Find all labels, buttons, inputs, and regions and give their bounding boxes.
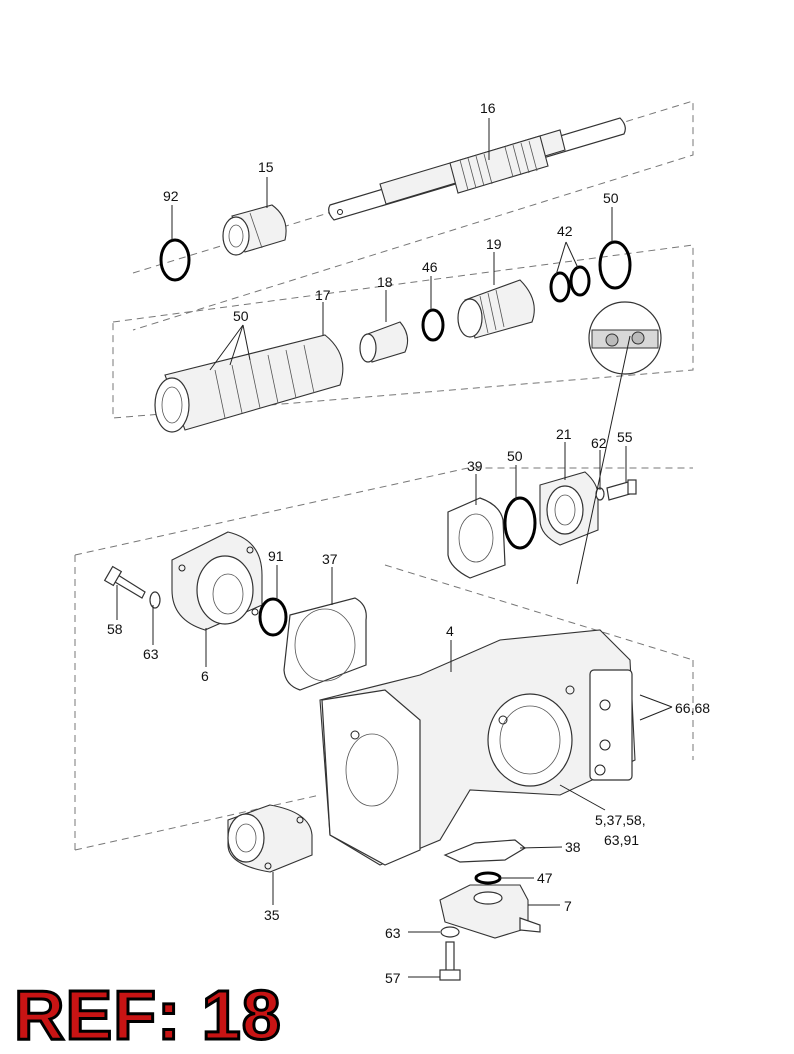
callout-19: 19 bbox=[486, 236, 502, 252]
callout-18: 18 bbox=[377, 274, 393, 290]
callout-17: 17 bbox=[315, 287, 331, 303]
part-50-oring-middle bbox=[503, 496, 537, 550]
part-39-gasket bbox=[447, 497, 506, 579]
part-58-bolt bbox=[103, 565, 146, 599]
part-19-piston bbox=[457, 279, 535, 339]
part-18-bushing bbox=[359, 321, 409, 363]
callout-46: 46 bbox=[422, 259, 438, 275]
reference-label: REF: 18 bbox=[13, 976, 283, 1054]
callout-57: 57 bbox=[385, 970, 401, 986]
part-50-oring-upper bbox=[598, 240, 632, 290]
callout-63: 63 bbox=[385, 925, 401, 941]
part-47-oring bbox=[474, 871, 502, 885]
callout-50: 50 bbox=[507, 448, 523, 464]
callout-21: 21 bbox=[556, 426, 572, 442]
part-7-cover bbox=[439, 884, 541, 939]
part-63-washer-bottom bbox=[440, 926, 460, 938]
callout-63-91: 63,91 bbox=[604, 832, 639, 848]
callout-50: 50 bbox=[233, 308, 249, 324]
part-38-gasket bbox=[443, 839, 527, 863]
part-16-shaft bbox=[328, 117, 626, 221]
part-6-end-cover bbox=[171, 531, 263, 631]
callout-6: 6 bbox=[201, 668, 209, 684]
part-15-nut bbox=[222, 204, 287, 256]
part-92-oring bbox=[159, 238, 191, 282]
leader-lines bbox=[116, 118, 673, 978]
part-37-gasket bbox=[283, 597, 367, 691]
callout-labels: 16 15 92 50 42 19 46 18 17 50 21 62 55 3… bbox=[107, 100, 710, 986]
callout-35: 35 bbox=[264, 907, 280, 923]
callout-16: 16 bbox=[480, 100, 496, 116]
part-35-pump bbox=[227, 804, 313, 873]
seal-detail-view bbox=[588, 301, 662, 375]
callout-7: 7 bbox=[564, 898, 572, 914]
part-46-oring bbox=[421, 308, 445, 342]
part-17-spool bbox=[154, 334, 344, 433]
callout-58: 58 bbox=[107, 621, 123, 637]
callout-92: 92 bbox=[163, 188, 179, 204]
callout-42: 42 bbox=[557, 223, 573, 239]
callout-5-37-58: 5,37,58, bbox=[595, 812, 646, 828]
part-63-washer-left bbox=[149, 591, 161, 609]
callout-62: 62 bbox=[591, 435, 607, 451]
callout-55: 55 bbox=[617, 429, 633, 445]
callout-50: 50 bbox=[603, 190, 619, 206]
callout-66-68: 66,68 bbox=[675, 700, 710, 716]
part-55-bolt bbox=[606, 479, 637, 501]
part-21-flange bbox=[539, 471, 599, 546]
callout-37: 37 bbox=[322, 551, 338, 567]
part-42-ring-b bbox=[569, 265, 591, 297]
callout-38: 38 bbox=[565, 839, 581, 855]
callout-4: 4 bbox=[446, 623, 454, 639]
callout-15: 15 bbox=[258, 159, 274, 175]
callout-91: 91 bbox=[268, 548, 284, 564]
part-4-housing bbox=[319, 629, 636, 866]
callout-39: 39 bbox=[467, 458, 483, 474]
part-42-ring-a bbox=[549, 271, 571, 303]
part-91-oring bbox=[258, 597, 288, 637]
callout-63: 63 bbox=[143, 646, 159, 662]
callout-47: 47 bbox=[537, 870, 553, 886]
part-57-bolt bbox=[439, 941, 461, 981]
